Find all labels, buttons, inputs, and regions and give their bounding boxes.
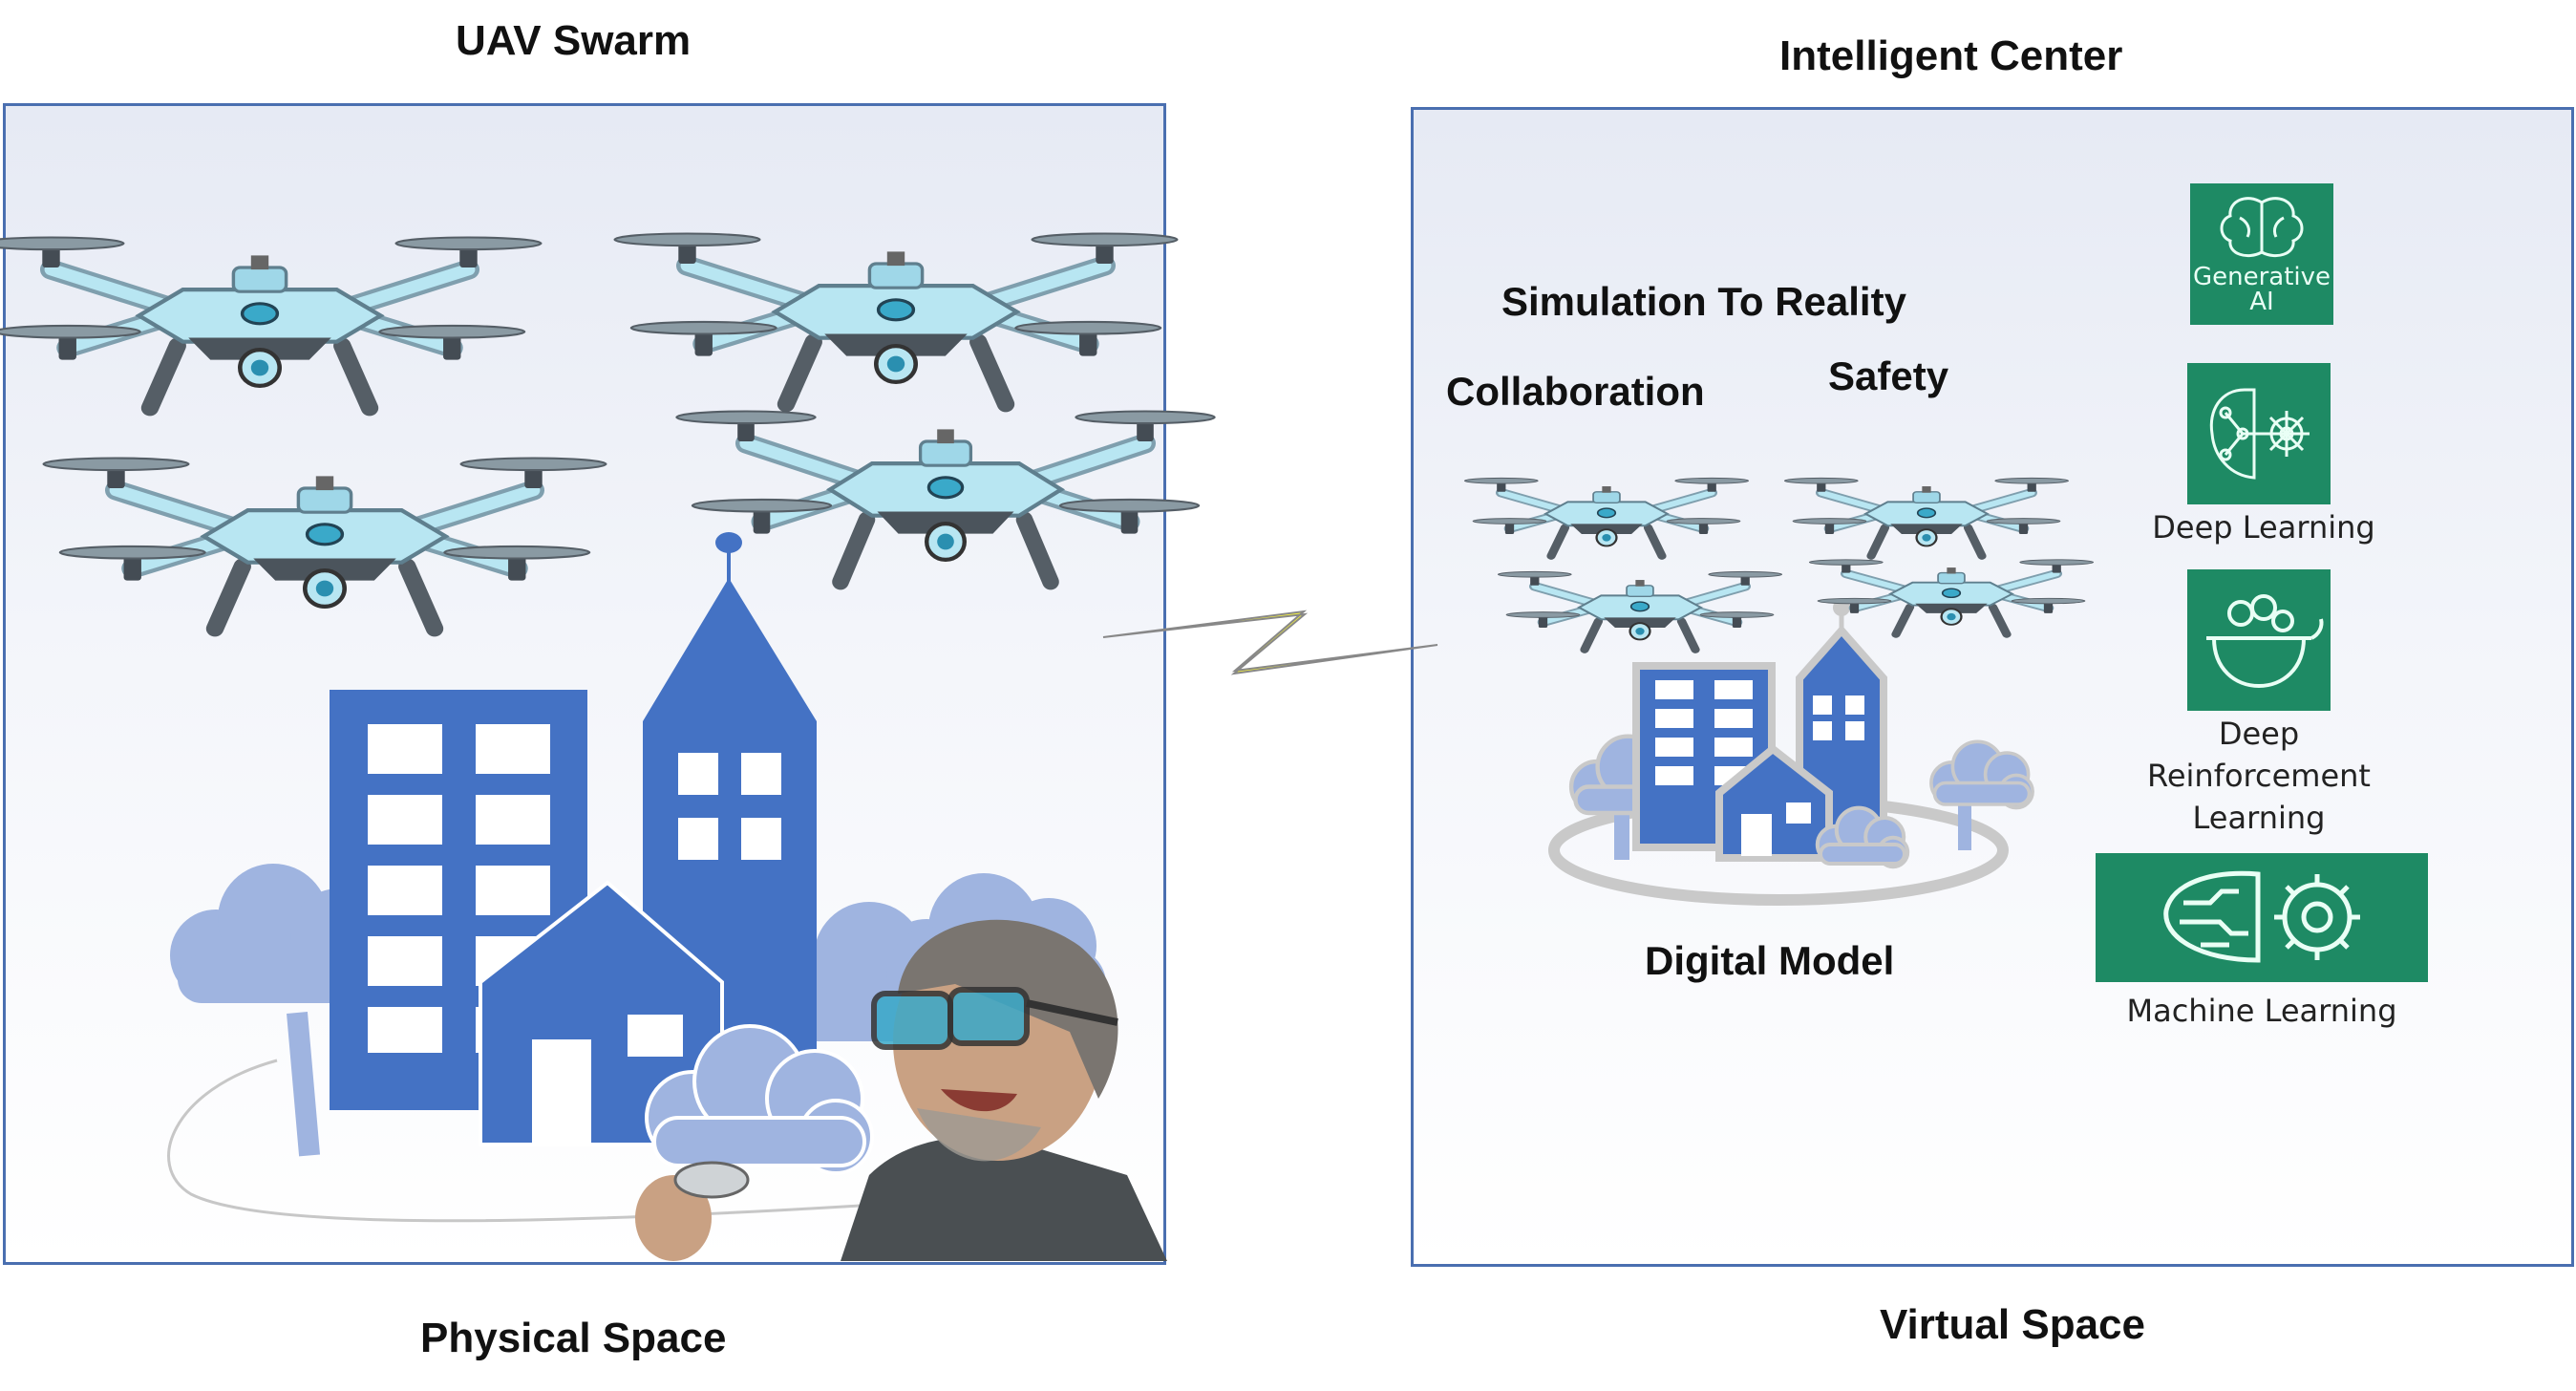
digital-model-label: Digital Model xyxy=(1645,938,1894,983)
virtual-space-panel xyxy=(1411,107,2574,1267)
machine-learning-label: Machine Learning xyxy=(2126,993,2397,1029)
deep-learning-label: Deep Learning xyxy=(2152,509,2375,546)
generative-ai-line2: AI xyxy=(2249,288,2274,316)
vr-user-figure xyxy=(635,919,1167,1261)
physical-space-title: Physical Space xyxy=(420,1315,727,1361)
intelligent-center-title: Intelligent Center xyxy=(1779,32,2123,79)
bowl-icon xyxy=(2206,594,2324,689)
uav-swarm-title: UAV Swarm xyxy=(456,17,692,64)
brain-icon xyxy=(2220,197,2304,257)
drl-label-line3: Learning xyxy=(2192,800,2326,836)
deep-reinforcement-learning-tile xyxy=(2187,569,2331,711)
virtual-space-title: Virtual Space xyxy=(1880,1301,2145,1348)
brain-gear-icon xyxy=(2163,870,2360,963)
deep-learning-tile xyxy=(2187,363,2331,504)
generative-ai-line1: Generative xyxy=(2192,263,2331,291)
generative-ai-tile: Generative AI xyxy=(2190,183,2333,325)
safety-label: Safety xyxy=(1828,353,1949,398)
drl-label-line2: Reinforcement xyxy=(2147,758,2371,794)
collaboration-label: Collaboration xyxy=(1446,369,1705,414)
drl-label-line1: Deep xyxy=(2218,716,2300,752)
simulation-to-reality-label: Simulation To Reality xyxy=(1501,279,1907,324)
machine-learning-tile xyxy=(2096,853,2428,982)
neural-network-icon xyxy=(2209,388,2310,480)
